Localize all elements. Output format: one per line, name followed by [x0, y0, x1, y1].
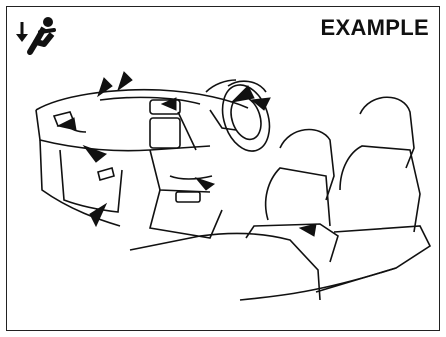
front-seats: [130, 97, 430, 300]
airflow-arrows: [58, 72, 316, 236]
dashboard-outline: [36, 90, 248, 226]
airflow-mode-icon: [16, 17, 54, 52]
steering-wheel: [206, 79, 277, 157]
